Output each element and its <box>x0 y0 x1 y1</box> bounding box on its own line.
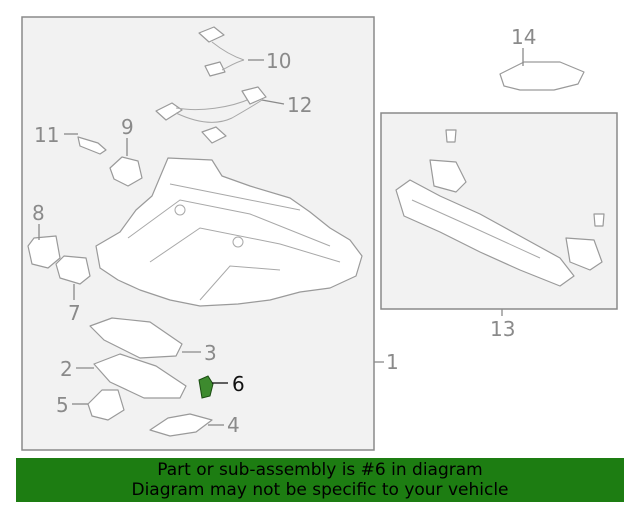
banner-line-1: Part or sub-assembly is #6 in diagram <box>157 460 483 480</box>
part-12-wire-harness[interactable] <box>155 86 267 144</box>
part-13-subassembly[interactable] <box>395 129 605 287</box>
part-2-cover[interactable] <box>93 353 187 399</box>
part-info-banner: Part or sub-assembly is #6 in diagram Di… <box>16 458 624 502</box>
callout-7: 7 <box>68 301 81 325</box>
part-11-bracket[interactable] <box>77 136 107 155</box>
callout-4: 4 <box>227 413 240 437</box>
part-3-cover[interactable] <box>89 317 183 359</box>
callout-6: 6 <box>232 372 245 396</box>
callout-12: 12 <box>287 93 312 117</box>
part-14-bracket[interactable] <box>499 61 585 91</box>
callout-3: 3 <box>204 341 217 365</box>
part-1-main-body[interactable] <box>95 157 363 307</box>
callout-2: 2 <box>60 357 73 381</box>
callout-10: 10 <box>266 49 291 73</box>
part-10-wire-connector[interactable] <box>198 26 245 77</box>
callout-5: 5 <box>56 393 69 417</box>
callout-1: 1 <box>386 350 399 374</box>
callout-leaders <box>38 48 524 426</box>
callout-9: 9 <box>121 115 134 139</box>
callout-8: 8 <box>32 201 45 225</box>
part-5-handle[interactable] <box>87 389 125 421</box>
part-8-clip[interactable] <box>27 235 61 269</box>
part-4-plate[interactable] <box>149 413 213 437</box>
part-7-clip[interactable] <box>55 255 91 285</box>
banner-line-2: Diagram may not be specific to your vehi… <box>131 480 509 500</box>
parts-diagram: 10 12 11 9 8 7 3 2 5 4 6 14 13 1 <box>21 16 618 451</box>
callout-13: 13 <box>490 317 515 341</box>
part-6-clip-highlighted[interactable] <box>198 375 214 399</box>
callout-14: 14 <box>511 25 536 49</box>
part-9-switch[interactable] <box>109 156 143 187</box>
callout-11: 11 <box>34 123 59 147</box>
